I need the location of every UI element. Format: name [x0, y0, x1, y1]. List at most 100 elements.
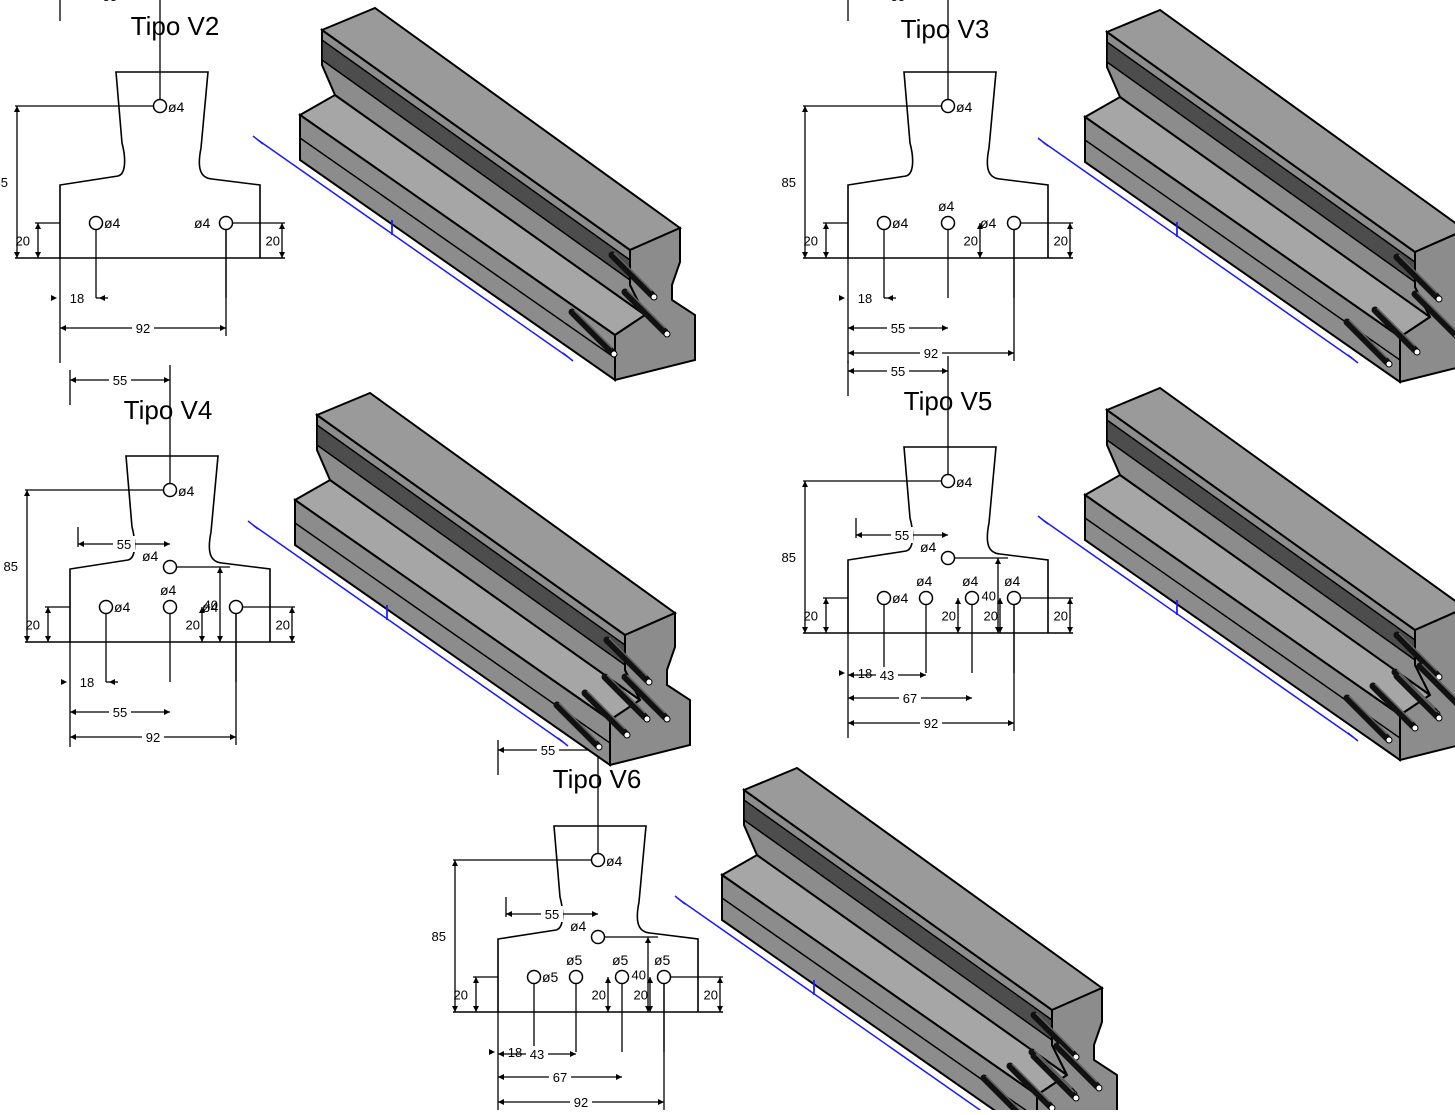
dim-label-bg — [109, 704, 131, 720]
cover-left-dim-label: 20 — [26, 618, 40, 633]
arrowhead — [717, 1006, 723, 1012]
top-offset-dim-label: 55 — [891, 0, 905, 4]
beam-3d-5: l — [1037, 387, 1455, 761]
dim-label-bg — [887, 0, 909, 4]
bottom-bar-circle — [1006, 590, 1022, 606]
arrowhead — [570, 1051, 576, 1057]
edge-dim-label: 18 — [858, 666, 872, 681]
section-outline — [847, 71, 1049, 258]
bar-rod — [1416, 662, 1455, 706]
dim-label-bg — [142, 729, 164, 745]
beam-3d-6: l — [674, 767, 1118, 1115]
bottom-bar-label: ø4 — [202, 599, 219, 615]
bottom-bar-label: ø4 — [194, 215, 211, 231]
bar-rod-highlight — [1011, 1063, 1051, 1103]
section-outline — [69, 455, 271, 642]
width-dim-label: 92 — [924, 716, 938, 731]
mid-offset-below-dim-label: 55 — [891, 321, 905, 336]
bar-rod-end — [650, 293, 658, 301]
arrowhead — [802, 627, 808, 633]
arrowhead — [839, 295, 845, 301]
bar-rod-highlight — [1396, 669, 1436, 709]
bar-rod — [621, 673, 669, 721]
arrowhead — [61, 679, 67, 685]
cover-right-dim-label: 20 — [1054, 609, 1068, 624]
top-bar-label: ø4 — [956, 474, 973, 490]
arrowhead — [802, 481, 808, 487]
arrowhead — [14, 106, 20, 112]
arrowhead — [1067, 252, 1073, 258]
arrowhead — [592, 911, 598, 917]
bottom-bar-circle — [614, 969, 630, 985]
arrowhead — [489, 1049, 495, 1055]
bar-rod-end — [645, 678, 653, 686]
mid-height-dim-label: 40 — [204, 598, 218, 613]
mid-bar-circle — [940, 550, 956, 566]
arrowhead — [24, 636, 30, 642]
arrowhead — [966, 695, 972, 701]
edge-dim-label: 18 — [80, 675, 94, 690]
bar-rod-highlight — [573, 309, 613, 349]
offset-b-dim-label: 67 — [903, 691, 917, 706]
arrowhead — [70, 377, 76, 383]
top-bar-label: ø4 — [168, 99, 185, 115]
arrowhead — [823, 223, 829, 229]
top-offset-dim-label: 55 — [541, 743, 555, 758]
arrowhead — [848, 368, 854, 374]
bottom-bar-label: ø4 — [1004, 573, 1021, 589]
bar-rod-end — [623, 731, 631, 739]
bar-rod-end — [1095, 1084, 1103, 1092]
bar-rod-highlight — [1033, 1049, 1073, 1089]
offset-a-dim-label: 43 — [530, 1047, 544, 1062]
bar-rod — [1393, 253, 1441, 301]
arrowhead — [220, 325, 226, 331]
top-offset-dim-label: 55 — [103, 0, 117, 4]
cover-mid-dim-label: 20 — [964, 234, 978, 249]
arrowhead — [24, 490, 30, 496]
bottom-bar-circle — [218, 215, 234, 231]
bottom-bar-circle — [656, 969, 672, 985]
arrowhead — [955, 627, 961, 633]
arrowhead — [51, 295, 57, 301]
bar-rod-highlight — [1035, 1012, 1075, 1052]
arrowhead — [802, 252, 808, 258]
arrowhead — [1008, 720, 1014, 726]
top-bar-circle — [590, 852, 606, 868]
top-bar-circle — [940, 473, 956, 489]
bar-rod-end — [1385, 360, 1393, 368]
arrowhead — [977, 223, 983, 229]
edge-dim-label: 18 — [70, 291, 84, 306]
mid-bar-label: ø4 — [920, 539, 937, 555]
bottom-bar-circle — [1006, 215, 1022, 231]
bar-rod — [1030, 1052, 1078, 1100]
mid-offset-dim-label: 55 — [545, 907, 559, 922]
dim-label-bg — [541, 906, 563, 922]
bar-rod-end — [595, 743, 603, 751]
bar-rod-highlight — [1374, 683, 1414, 723]
arrowhead — [605, 977, 611, 983]
arrowhead — [164, 541, 170, 547]
edge-dim-label: 18 — [858, 291, 872, 306]
arrowhead — [78, 541, 84, 547]
arrowhead — [230, 734, 236, 740]
dim-label-bg — [109, 372, 131, 388]
dim-label-bg — [920, 345, 942, 361]
height-dim-label: 85 — [782, 550, 796, 565]
bar-rod-end — [1435, 714, 1443, 722]
arrowhead — [164, 377, 170, 383]
bar-rod-end — [1411, 724, 1419, 732]
bar-rod-highlight — [1035, 1053, 1075, 1093]
arrowhead — [289, 607, 295, 613]
arrowhead — [473, 977, 479, 983]
bar-rod-highlight — [586, 690, 626, 730]
bottom-bar-label: ø4 — [892, 590, 909, 606]
length-label: l — [390, 218, 394, 240]
edge-dim-label: 18 — [508, 1045, 522, 1060]
bar-rod — [1371, 306, 1419, 354]
beam-3d-2: l — [252, 7, 696, 381]
arrowhead — [1067, 598, 1073, 604]
bar-rod-end — [1048, 1104, 1056, 1112]
arrowhead — [942, 325, 948, 331]
arrowhead — [848, 720, 854, 726]
